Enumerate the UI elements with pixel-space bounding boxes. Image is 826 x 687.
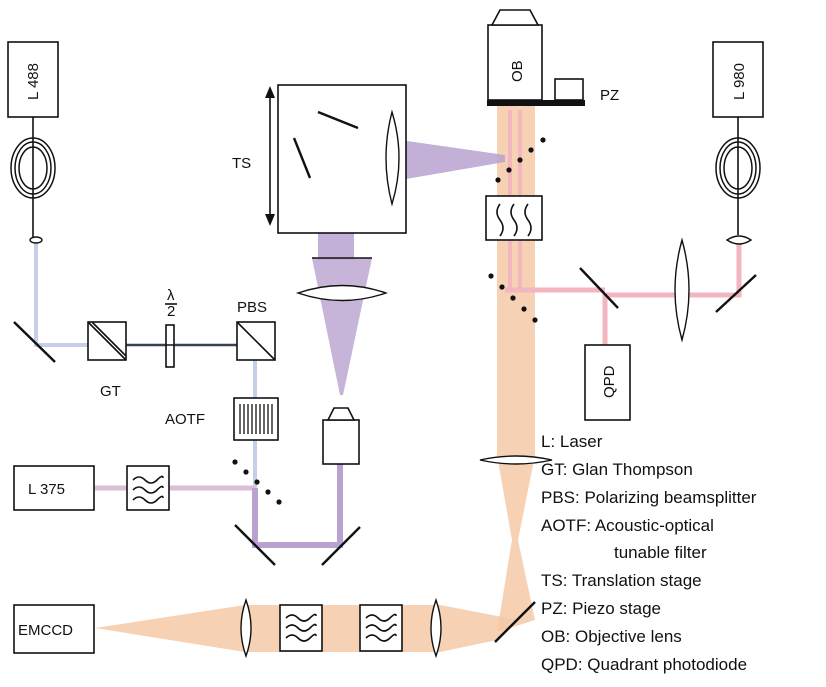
- emccd-camera: EMCCD: [13, 604, 95, 654]
- quadrant-photodiode: QPD: [584, 344, 631, 421]
- legend-item: GT: Glan Thompson: [541, 460, 693, 479]
- tube-lens-orange: [479, 455, 553, 465]
- fiber-coil-488-icon: [10, 137, 56, 199]
- filter-vertical-icon: [485, 195, 543, 241]
- fiber-coil-980-icon: [715, 137, 761, 199]
- laser-488-label: L 488: [25, 63, 42, 100]
- mirror-bottom-left: [234, 524, 276, 566]
- legend-item: TS: Translation stage: [541, 571, 702, 590]
- lens-emccd-2: [430, 597, 442, 659]
- purple-beam-lower: [252, 460, 343, 548]
- dichroic-mid: [488, 273, 538, 323]
- mirror-orange-bottom: [494, 601, 536, 643]
- pink-beam: [602, 240, 742, 345]
- gt-label: GT: [100, 383, 121, 400]
- polarizing-beamsplitter: PBS: [236, 299, 276, 361]
- laser-980: L 980: [712, 41, 764, 245]
- legend-item: L: Laser: [541, 432, 603, 451]
- legend-item: PBS: Polarizing beamsplitter: [541, 488, 757, 507]
- imaging-beam-lower: [497, 540, 535, 632]
- legend-item: OB: Objective lens: [541, 627, 682, 646]
- focusing-objective-icon: [322, 407, 360, 465]
- laser-488: L 488: [7, 41, 59, 244]
- piezo-block: [554, 78, 584, 101]
- lens-emccd-1: [240, 597, 252, 659]
- legend-item: tunable filter: [614, 543, 707, 562]
- objective-lens: OB: [487, 9, 543, 101]
- imaging-beam-upper: [497, 105, 535, 540]
- translation-stage: TS: [232, 84, 407, 234]
- qpd-label: QPD: [601, 365, 618, 398]
- legend-item: AOTF: Acoustic-optical: [541, 516, 714, 535]
- sample-stage-bar: [487, 100, 585, 106]
- dichroic-375: [232, 459, 282, 505]
- lens-980: [674, 237, 690, 343]
- collimator-980: [725, 235, 753, 245]
- laser-980-label: L 980: [731, 63, 748, 100]
- legend-item: PZ: Piezo stage: [541, 599, 661, 618]
- legend-item: QPD: Quadrant photodiode: [541, 655, 747, 674]
- halfwave-den: 2: [167, 303, 175, 320]
- mirror-qpd: [579, 267, 619, 309]
- ob-label: OB: [509, 60, 526, 82]
- filter-375-icon: [126, 465, 170, 511]
- laser-375: L 375: [13, 465, 95, 511]
- pz-label: PZ: [600, 87, 619, 104]
- dichroic-top: [495, 137, 546, 183]
- laser-375-label: L 375: [28, 481, 65, 498]
- glan-thompson-prism: GT: [87, 321, 127, 400]
- aotf-label: AOTF: [165, 411, 205, 428]
- collimator-488: [29, 236, 43, 244]
- mirror-bottom-right: [321, 526, 361, 566]
- aotf-icon: AOTF: [165, 397, 279, 441]
- filter-emccd-2-icon: [359, 604, 403, 652]
- ts-label: TS: [232, 155, 251, 172]
- purple-cone: [312, 258, 372, 395]
- halfwave-num: λ: [167, 287, 175, 304]
- pbs-label: PBS: [237, 299, 267, 316]
- emccd-label: EMCCD: [18, 622, 73, 639]
- mirror-980: [715, 274, 757, 313]
- half-wave-plate: λ 2: [165, 287, 177, 368]
- tube-lens-ts: [295, 284, 389, 302]
- filter-emccd-1-icon: [279, 604, 323, 652]
- legend: L: Laser GT: Glan Thompson PBS: Polarizi…: [541, 432, 757, 674]
- mirror-488: [13, 321, 56, 363]
